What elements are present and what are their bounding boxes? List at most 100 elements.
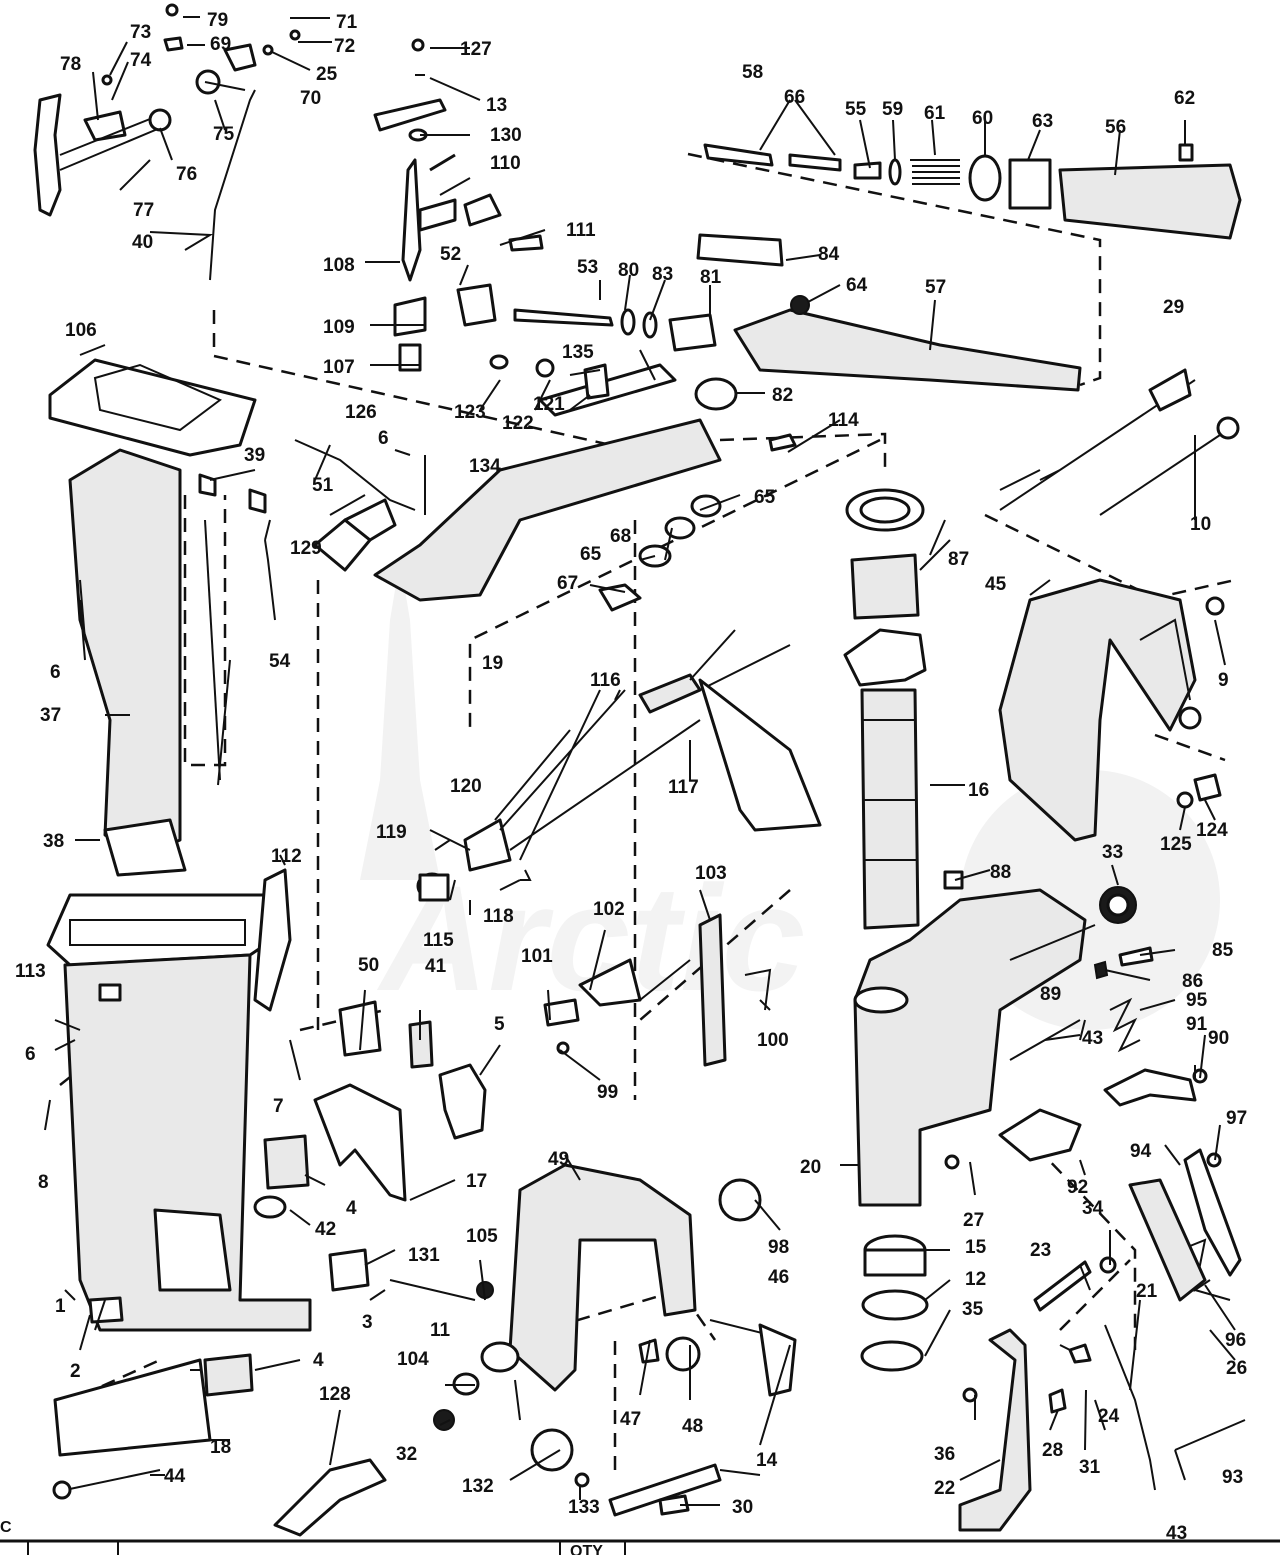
callout-label: 19 [482, 653, 503, 674]
callout-label: 6 [50, 662, 61, 683]
callout-label: 2 [70, 1361, 81, 1382]
callout-label: 77 [133, 200, 154, 221]
callout-label: 36 [934, 1444, 955, 1465]
callout-label: 60 [972, 108, 993, 129]
callout-label: 32 [396, 1444, 417, 1465]
callout-label: 46 [768, 1267, 789, 1288]
callout-label: 114 [828, 410, 859, 431]
callout-label: 133 [568, 1497, 600, 1518]
callout-label: 112 [271, 846, 302, 867]
callout-label: 49 [548, 1149, 569, 1170]
callout-label: 123 [454, 402, 486, 423]
callout-label: 24 [1098, 1406, 1120, 1427]
callout-label: 3 [362, 1312, 373, 1333]
callout-label: 1 [55, 1296, 66, 1317]
callout-label: 127 [460, 39, 492, 60]
callout-label: 50 [358, 955, 379, 976]
callout-label: 41 [425, 956, 447, 977]
callout-label: 11 [430, 1320, 451, 1341]
callout-label: 90 [1208, 1028, 1229, 1049]
callout-label: 85 [1212, 940, 1234, 961]
footer-letter: C [0, 1519, 12, 1536]
callout-label: 35 [962, 1299, 984, 1320]
callout-label: 117 [668, 777, 699, 798]
callout-label: 122 [502, 413, 534, 434]
callout-label: 104 [397, 1349, 429, 1370]
callout-label: 65 [580, 544, 602, 565]
center-lower-parts-group [253, 913, 797, 1537]
callout-label: 111 [566, 220, 596, 241]
callout-label: 89 [1040, 984, 1061, 1005]
callout-label: 94 [1130, 1141, 1152, 1162]
callout-label: 82 [772, 385, 793, 406]
callout-label: 116 [590, 670, 621, 691]
lower-right-parts-group [860, 1148, 1246, 1532]
callout-label: 121 [533, 394, 565, 415]
callout-label: 55 [845, 99, 867, 120]
callout-label: 66 [784, 87, 805, 108]
callout-label: 22 [934, 1478, 955, 1499]
callout-label: 103 [695, 863, 727, 884]
callout-label: 91 [1186, 1014, 1208, 1035]
callout-label: 72 [334, 36, 355, 57]
callout-label: 99 [597, 1082, 618, 1103]
callout-label: 4 [313, 1350, 324, 1371]
callout-label: 84 [818, 244, 840, 265]
callout-label: 7 [273, 1096, 284, 1117]
callout-label: 44 [164, 1466, 186, 1487]
callout-label: 68 [610, 526, 631, 547]
callout-label: 81 [700, 267, 722, 288]
callout-labels: 1 2 3 4 4 5 6 6 6 7 8 9 10 11 12 13 14 1… [15, 10, 1247, 1544]
callout-label: 93 [1222, 1467, 1243, 1488]
callout-label: 74 [130, 50, 152, 71]
callout-label: 59 [882, 99, 903, 120]
callout-label: 61 [924, 103, 946, 124]
callout-label: 100 [757, 1030, 789, 1051]
callout-label: 13 [486, 95, 507, 116]
exhaust-housing-group [48, 358, 276, 877]
footer-table: C QTY [0, 1519, 1280, 1555]
callout-label: 129 [290, 538, 322, 559]
callout-label: 134 [469, 456, 501, 477]
shift-lever-group [373, 38, 717, 372]
callout-label: 52 [440, 244, 461, 265]
callout-label: 56 [1105, 117, 1126, 138]
callout-label: 12 [965, 1269, 986, 1290]
footer-column-label: QTY [570, 1543, 603, 1555]
callout-label: 34 [1082, 1198, 1104, 1219]
callout-label: 101 [521, 946, 553, 967]
callout-label: 88 [990, 862, 1011, 883]
callout-label: 16 [968, 780, 989, 801]
callout-label: 33 [1102, 842, 1123, 863]
callout-label: 31 [1079, 1457, 1101, 1478]
callout-label: 6 [378, 428, 389, 449]
callout-label: 113 [15, 961, 46, 982]
stern-bracket-right-group [998, 368, 1240, 924]
callout-label: 70 [300, 88, 321, 109]
callout-label: 9 [1218, 670, 1229, 691]
callout-label: 125 [1160, 834, 1192, 855]
callout-label: 135 [562, 342, 594, 363]
callout-label: 76 [176, 164, 197, 185]
callout-label: 105 [466, 1226, 498, 1247]
callout-label: 98 [768, 1237, 789, 1258]
callout-label: 62 [1174, 88, 1195, 109]
callout-label: 115 [423, 930, 454, 951]
callout-label: 86 [1182, 971, 1203, 992]
callout-label: 124 [1196, 820, 1228, 841]
callout-label: 80 [618, 260, 639, 281]
callout-label: 27 [963, 1210, 984, 1231]
callout-label: 109 [323, 317, 355, 338]
callout-label: 15 [965, 1237, 987, 1258]
callout-label: 83 [652, 264, 673, 285]
callout-label: 40 [132, 232, 153, 253]
swivel-tube-group [843, 488, 964, 930]
throttle-grip-group [694, 143, 1242, 411]
callout-label: 64 [846, 275, 868, 296]
callout-label: 92 [1067, 1177, 1088, 1198]
callout-label: 6 [25, 1044, 36, 1065]
callout-label: 73 [130, 22, 151, 43]
callout-label: 26 [1226, 1358, 1247, 1379]
callout-label: 17 [466, 1171, 487, 1192]
callout-label: 106 [65, 320, 97, 341]
